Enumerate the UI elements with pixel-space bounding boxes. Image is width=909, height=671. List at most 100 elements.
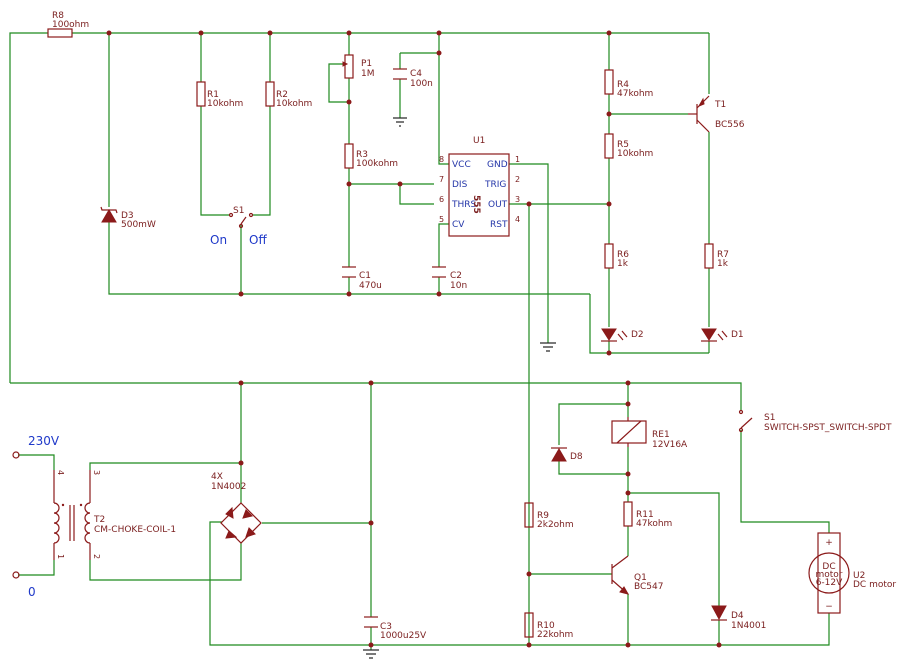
svg-text:RST: RST <box>490 220 508 230</box>
svg-text:R9: R9 <box>537 511 549 521</box>
ground-c3 <box>363 649 379 659</box>
ground-c4 <box>393 117 407 127</box>
svg-text:470u: 470u <box>359 281 382 291</box>
svg-text:100kohm: 100kohm <box>356 159 398 169</box>
svg-text:DIS: DIS <box>452 180 468 190</box>
svg-text:1k: 1k <box>717 259 729 269</box>
resistor-r6: R6 1k <box>604 243 629 269</box>
svg-text:C2: C2 <box>450 271 462 281</box>
svg-text:R7: R7 <box>717 250 729 260</box>
svg-text:D3: D3 <box>121 211 134 221</box>
svg-text:3: 3 <box>92 470 101 475</box>
svg-text:2: 2 <box>515 175 520 184</box>
resistor-r11: R11 47kohm <box>623 501 672 529</box>
svg-text:7: 7 <box>439 175 444 184</box>
transistor-t1: T1 BC556 <box>688 95 745 133</box>
svg-text:motor: motor <box>815 570 842 580</box>
resistor-r3: R3 100kohm <box>344 143 398 169</box>
svg-text:1: 1 <box>56 554 65 559</box>
svg-text:TRIG: TRIG <box>484 180 506 190</box>
resistor-r1: R1 10kohm <box>196 81 243 109</box>
svg-text:C4: C4 <box>410 69 422 79</box>
svg-text:555: 555 <box>471 195 481 214</box>
svg-text:VCC: VCC <box>452 160 471 170</box>
svg-text:0: 0 <box>28 585 36 599</box>
svg-text:D1: D1 <box>731 330 744 340</box>
svg-text:C1: C1 <box>359 271 371 281</box>
svg-text:100ohm: 100ohm <box>52 20 89 30</box>
bridge-rectifier: 4X 1N4002 <box>211 472 262 544</box>
svg-text:D4: D4 <box>731 611 744 621</box>
svg-text:10kohm: 10kohm <box>617 149 653 159</box>
resistor-r10: R10 22kohm <box>524 612 573 640</box>
svg-text:U2: U2 <box>853 571 865 581</box>
switch-s1-spst: S1 SWITCH-SPST_SWITCH-SPDT <box>738 409 892 433</box>
svg-text:OUT: OUT <box>488 200 508 210</box>
resistor-r9: R9 2k2ohm <box>524 502 574 530</box>
svg-text:RE1: RE1 <box>652 430 670 440</box>
ground-u1 <box>540 342 556 352</box>
svg-text:+: + <box>825 538 833 548</box>
dc-motor-u2: DC motor 6-12V + − U2 DC motor <box>808 532 896 614</box>
svg-text:R4: R4 <box>617 80 629 90</box>
svg-text:10kohm: 10kohm <box>207 99 243 109</box>
svg-text:100n: 100n <box>410 79 433 89</box>
svg-text:22kohm: 22kohm <box>537 630 573 640</box>
svg-text:1M: 1M <box>361 69 375 79</box>
switch-s1-onoff: S1 On Off <box>210 206 267 247</box>
svg-text:10n: 10n <box>450 281 467 291</box>
svg-text:4X: 4X <box>211 472 223 482</box>
svg-text:SWITCH-SPST_SWITCH-SPDT: SWITCH-SPST_SWITCH-SPDT <box>764 423 892 433</box>
svg-text:8: 8 <box>439 155 444 164</box>
svg-text:1N4002: 1N4002 <box>211 482 246 492</box>
resistor-r4: R4 47kohm <box>604 69 653 99</box>
led-d1: D1 <box>701 328 744 342</box>
svg-text:P1: P1 <box>361 59 372 69</box>
capacitor-c4: C4 100n <box>393 68 433 89</box>
svg-text:BC556: BC556 <box>715 120 745 130</box>
svg-text:R5: R5 <box>617 140 629 150</box>
svg-text:S1: S1 <box>764 413 775 423</box>
resistor-r5: R5 10kohm <box>604 133 653 159</box>
led-d2: D2 <box>601 328 644 342</box>
svg-text:47kohm: 47kohm <box>636 519 672 529</box>
svg-text:1: 1 <box>515 155 520 164</box>
svg-text:R6: R6 <box>617 250 629 260</box>
svg-text:R2: R2 <box>276 90 288 100</box>
svg-text:10kohm: 10kohm <box>276 99 312 109</box>
relay-re1: RE1 12V16A <box>611 417 688 450</box>
svg-text:4: 4 <box>515 215 520 224</box>
svg-text:C3: C3 <box>380 622 392 632</box>
svg-text:D8: D8 <box>570 452 583 462</box>
diode-d4: D4 1N4001 <box>711 605 766 631</box>
transformer-t2: 4 3 1 2 T2 CM-CHOKE-COIL-1 <box>53 470 176 560</box>
svg-text:R8: R8 <box>52 11 64 21</box>
svg-text:47kohm: 47kohm <box>617 89 653 99</box>
svg-text:1k: 1k <box>617 259 629 269</box>
svg-text:Q1: Q1 <box>634 573 647 583</box>
svg-text:THRS: THRS <box>451 200 477 210</box>
svg-text:R10: R10 <box>537 621 555 631</box>
svg-text:CM-CHOKE-COIL-1: CM-CHOKE-COIL-1 <box>94 525 176 535</box>
svg-text:500mW: 500mW <box>121 220 156 230</box>
svg-text:6-12V: 6-12V <box>816 578 843 588</box>
svg-text:1000u25V: 1000u25V <box>380 631 427 641</box>
svg-text:D2: D2 <box>631 330 644 340</box>
svg-text:4: 4 <box>56 470 65 475</box>
timer-ic-u1: U1 VCC DIS THRS CV GND TRIG OUT RST 8 7 … <box>439 136 520 237</box>
svg-text:1N4001: 1N4001 <box>731 621 766 631</box>
resistor-r8: R8 100ohm <box>47 11 89 38</box>
svg-text:R3: R3 <box>356 150 368 160</box>
capacitor-c3: C3 1000u25V <box>364 616 427 641</box>
svg-text:2k2ohm: 2k2ohm <box>537 520 574 530</box>
capacitor-c1: C1 470u <box>342 266 382 291</box>
zener-diode-d3: D3 500mW <box>100 206 156 230</box>
wires <box>9 32 830 650</box>
svg-text:S1: S1 <box>233 206 244 216</box>
svg-text:U1: U1 <box>473 136 485 146</box>
resistor-r7: R7 1k <box>704 243 729 269</box>
svg-text:−: − <box>825 602 833 612</box>
svg-text:R11: R11 <box>636 510 654 520</box>
svg-text:GND: GND <box>487 160 508 170</box>
